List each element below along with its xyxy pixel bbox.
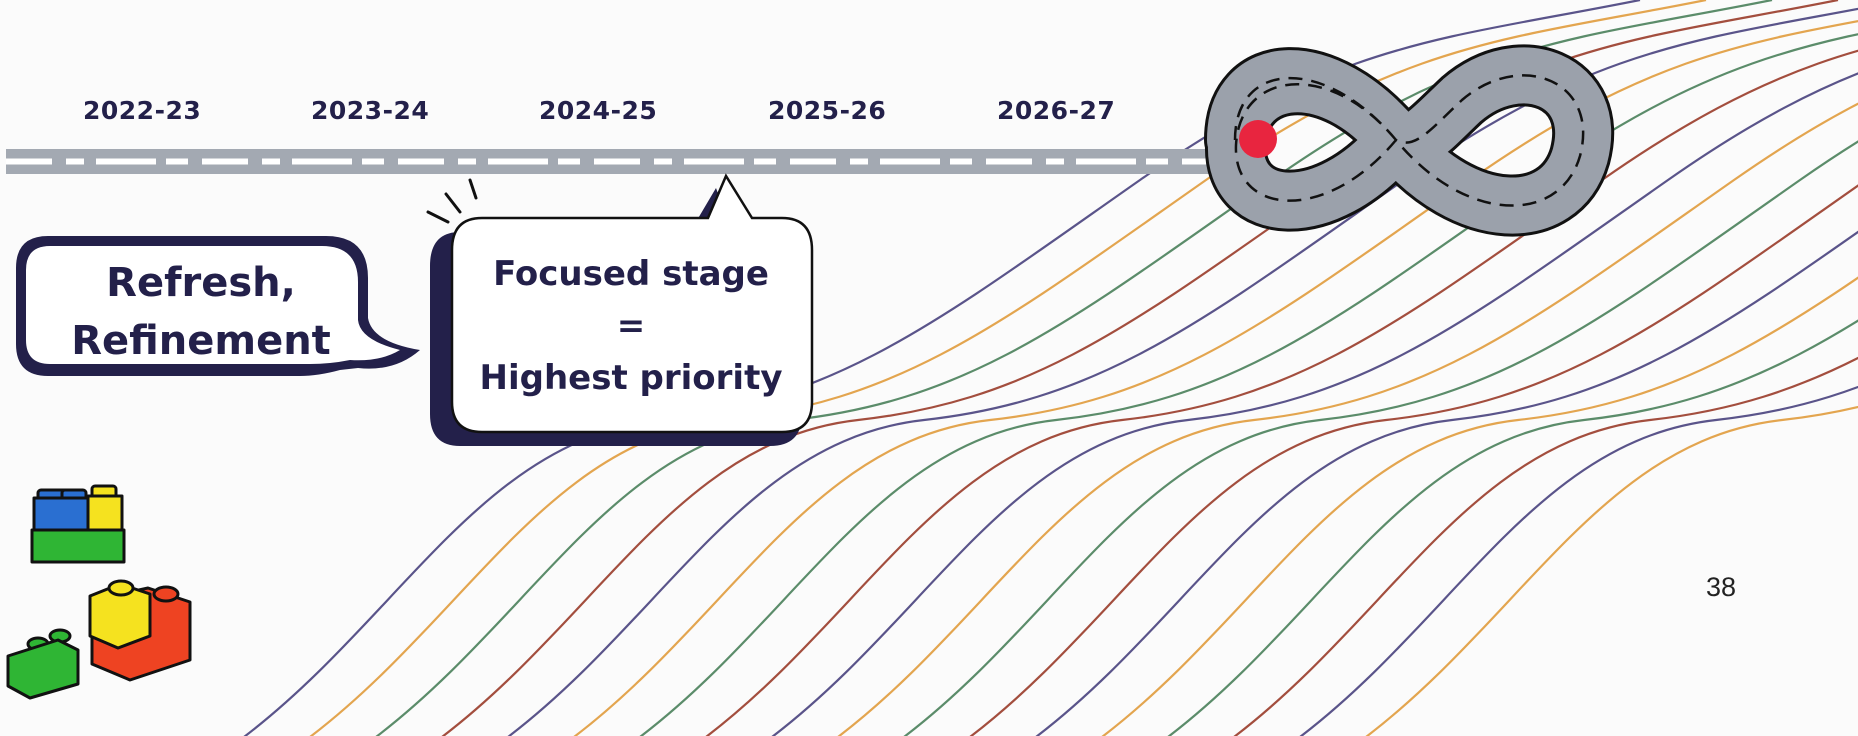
- timeline-year-5: 2026-27: [997, 96, 1116, 125]
- refresh-line-1: Refresh,: [106, 260, 296, 306]
- wave-line: [1167, 319, 1858, 736]
- wave-line: [1035, 230, 1858, 736]
- wave-line: [507, 7, 1858, 736]
- wave-line: [903, 140, 1858, 736]
- red-dot-icon: [1239, 120, 1277, 158]
- wave-line: [1365, 405, 1858, 736]
- timeline-year-1: 2022-23: [83, 96, 202, 125]
- page-number: 38: [1706, 572, 1737, 602]
- wave-line: [771, 72, 1858, 736]
- focused-line-2: =: [616, 306, 646, 346]
- wave-line: [705, 49, 1858, 736]
- timeline-year-4: 2025-26: [768, 96, 887, 125]
- focused-line-3: Highest priority: [479, 358, 783, 398]
- refresh-bubble-text: Refresh, Refinement: [28, 254, 374, 370]
- wave-line: [969, 184, 1858, 736]
- timeline-year-2: 2023-24: [311, 96, 430, 125]
- wave-line: [639, 33, 1858, 736]
- wave-line: [1233, 356, 1858, 736]
- wave-line: [243, 0, 1641, 736]
- refresh-line-2: Refinement: [71, 318, 331, 364]
- focused-line-1: Focused stage: [493, 254, 769, 294]
- wave-line: [309, 0, 1707, 736]
- wave-line: [573, 19, 1858, 736]
- wave-line: [1299, 385, 1858, 736]
- wave-line: [1101, 276, 1858, 736]
- wave-line: [837, 102, 1858, 736]
- wave-line: [441, 0, 1839, 736]
- timeline-year-3: 2024-25: [539, 96, 658, 125]
- focused-bubble-text: Focused stage = Highest priority: [448, 248, 814, 404]
